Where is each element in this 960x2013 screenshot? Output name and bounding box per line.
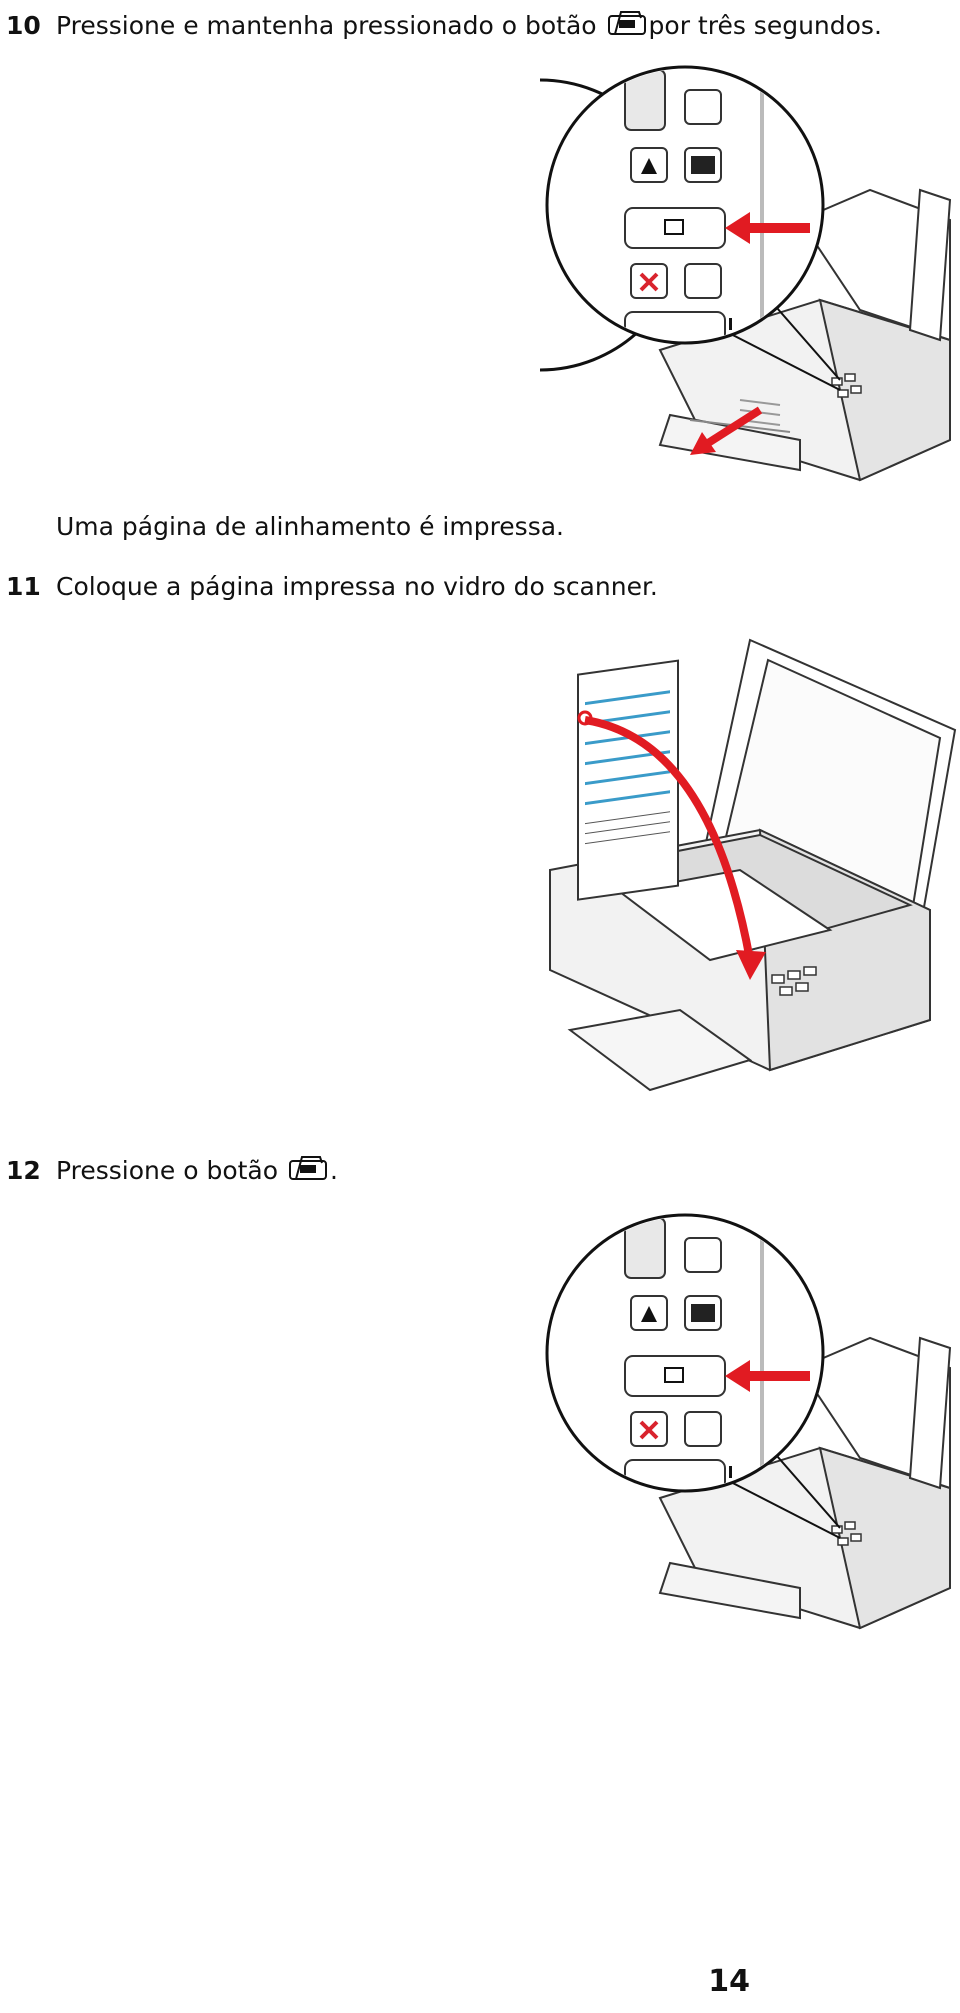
step-11: 11 Coloque a página impressa no vidro do … bbox=[6, 572, 658, 602]
zoom-panel-1 bbox=[545, 60, 825, 354]
step-12: 12 Pressione o botão . bbox=[6, 1153, 338, 1190]
alignment-note: Uma página de alinhamento é impressa. bbox=[56, 512, 564, 541]
page-number: 14 bbox=[708, 1964, 750, 1999]
step-number: 12 bbox=[6, 1156, 41, 1185]
step-text: Pressione e mantenha pressionado o botão bbox=[56, 11, 597, 40]
zoom-panel-2 bbox=[545, 1208, 825, 1502]
control-panel-illustration-2 bbox=[540, 1208, 960, 1652]
step-number: 10 bbox=[6, 11, 41, 40]
step-number: 11 bbox=[6, 572, 41, 601]
step-10: 10 Pressione e mantenha pressionado o bot… bbox=[6, 8, 882, 45]
step-text-after: . bbox=[330, 1156, 338, 1185]
step-text: Pressione o botão bbox=[56, 1156, 279, 1185]
alignment-page bbox=[577, 659, 679, 901]
output-arrow bbox=[702, 406, 763, 449]
printer-body bbox=[658, 188, 952, 482]
step-text: Coloque a página impressa no vidro do sc… bbox=[56, 572, 658, 601]
output-tray bbox=[567, 1008, 753, 1092]
scan-button-icon bbox=[607, 8, 647, 45]
scan-button-icon bbox=[288, 1153, 328, 1190]
placement-arrow bbox=[584, 716, 754, 961]
scanner-illustration bbox=[540, 630, 960, 1134]
step-text-after: por três segundos. bbox=[648, 11, 882, 40]
